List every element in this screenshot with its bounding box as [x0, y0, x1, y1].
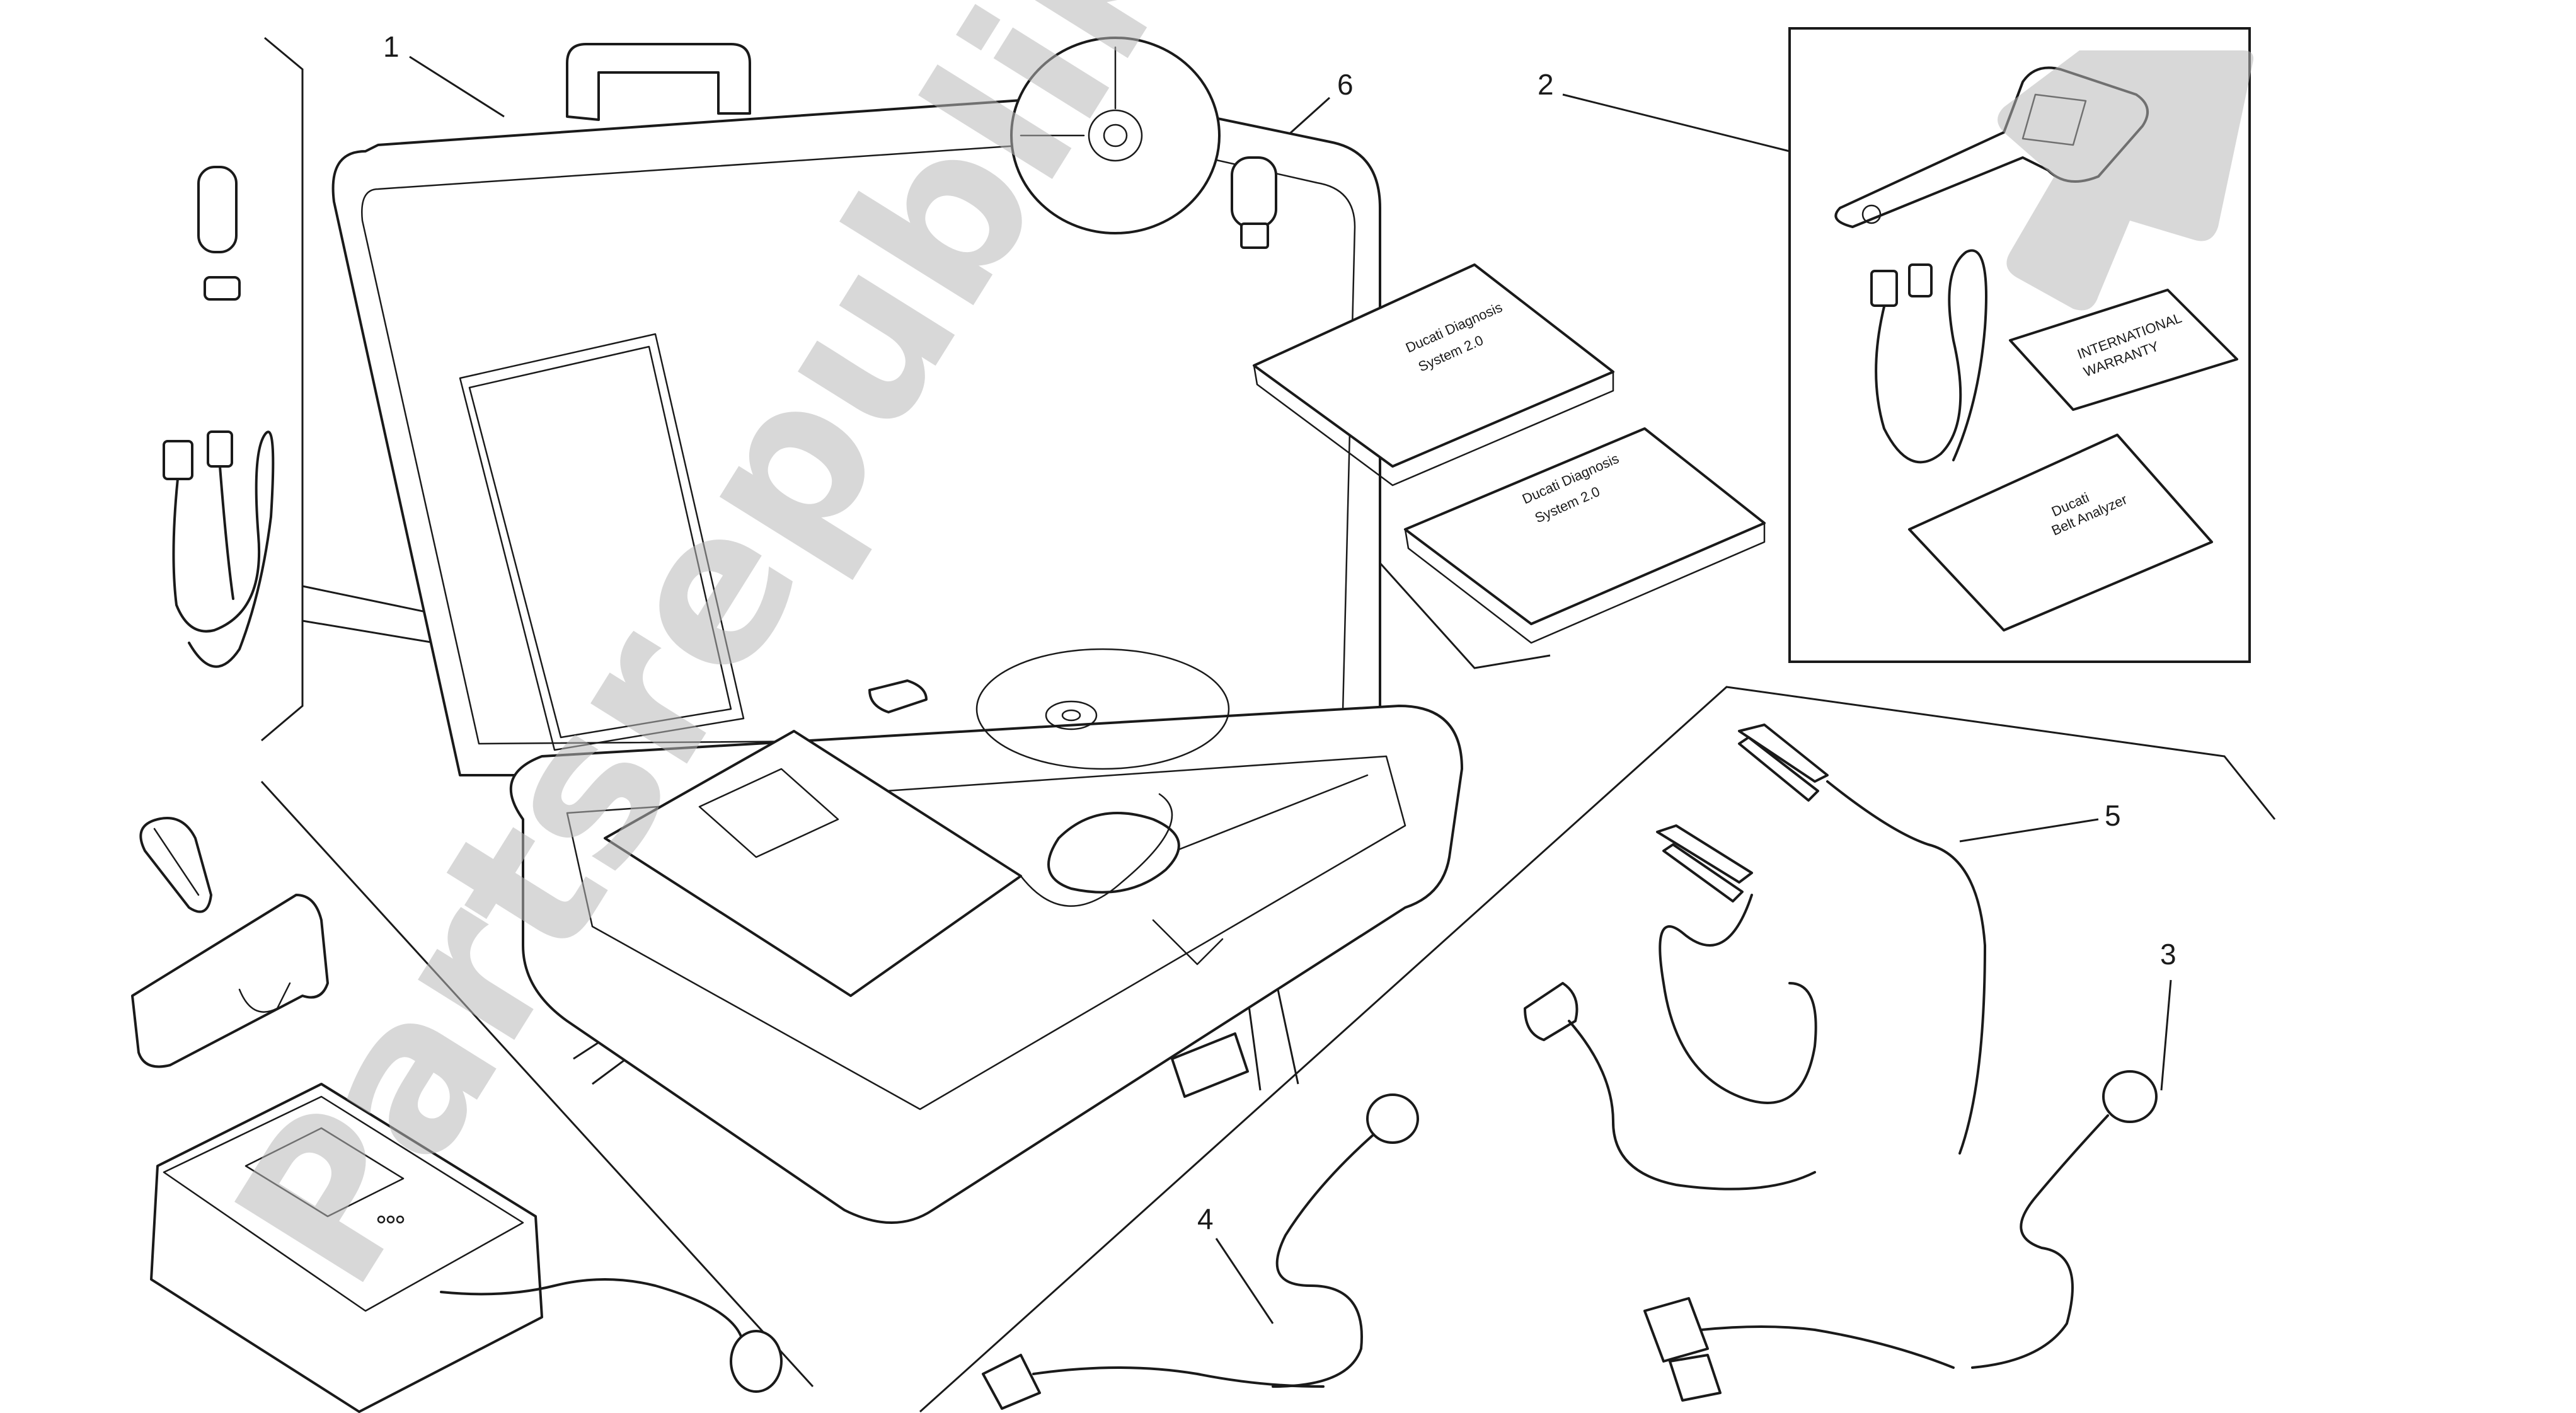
- usb-key-item-6: [1231, 156, 1277, 249]
- callout-1: 1: [383, 30, 400, 63]
- callout-leaders: [409, 55, 2172, 1324]
- usb-key-left: [197, 166, 241, 301]
- battery-clamp-cable: [1524, 724, 1986, 1191]
- snap-hook: [139, 817, 212, 913]
- callout-2: 2: [1538, 68, 1554, 101]
- usb-cable-left: [163, 430, 275, 668]
- adapter-cable-3: [1643, 1070, 2158, 1402]
- callout-3: 3: [2160, 938, 2176, 971]
- callout-labels: 1 2 3 4 5 6: [383, 30, 2176, 1235]
- watermark-gear-icon: [1998, 50, 2253, 311]
- adapter-cable-4: [982, 1093, 1419, 1410]
- strap: [131, 894, 329, 1068]
- manual-book-2: Ducati Diagnosis System 2.0: [1404, 427, 1766, 644]
- manual-book-1: Ducati Diagnosis System 2.0: [1253, 263, 1614, 487]
- carrying-case: [331, 43, 1463, 1224]
- callout-5: 5: [2105, 799, 2121, 832]
- callout-6: 6: [1337, 68, 1354, 101]
- diagnosis-unit: [150, 1083, 783, 1413]
- callout-4: 4: [1197, 1202, 1214, 1235]
- cd-disc: [1010, 37, 1221, 234]
